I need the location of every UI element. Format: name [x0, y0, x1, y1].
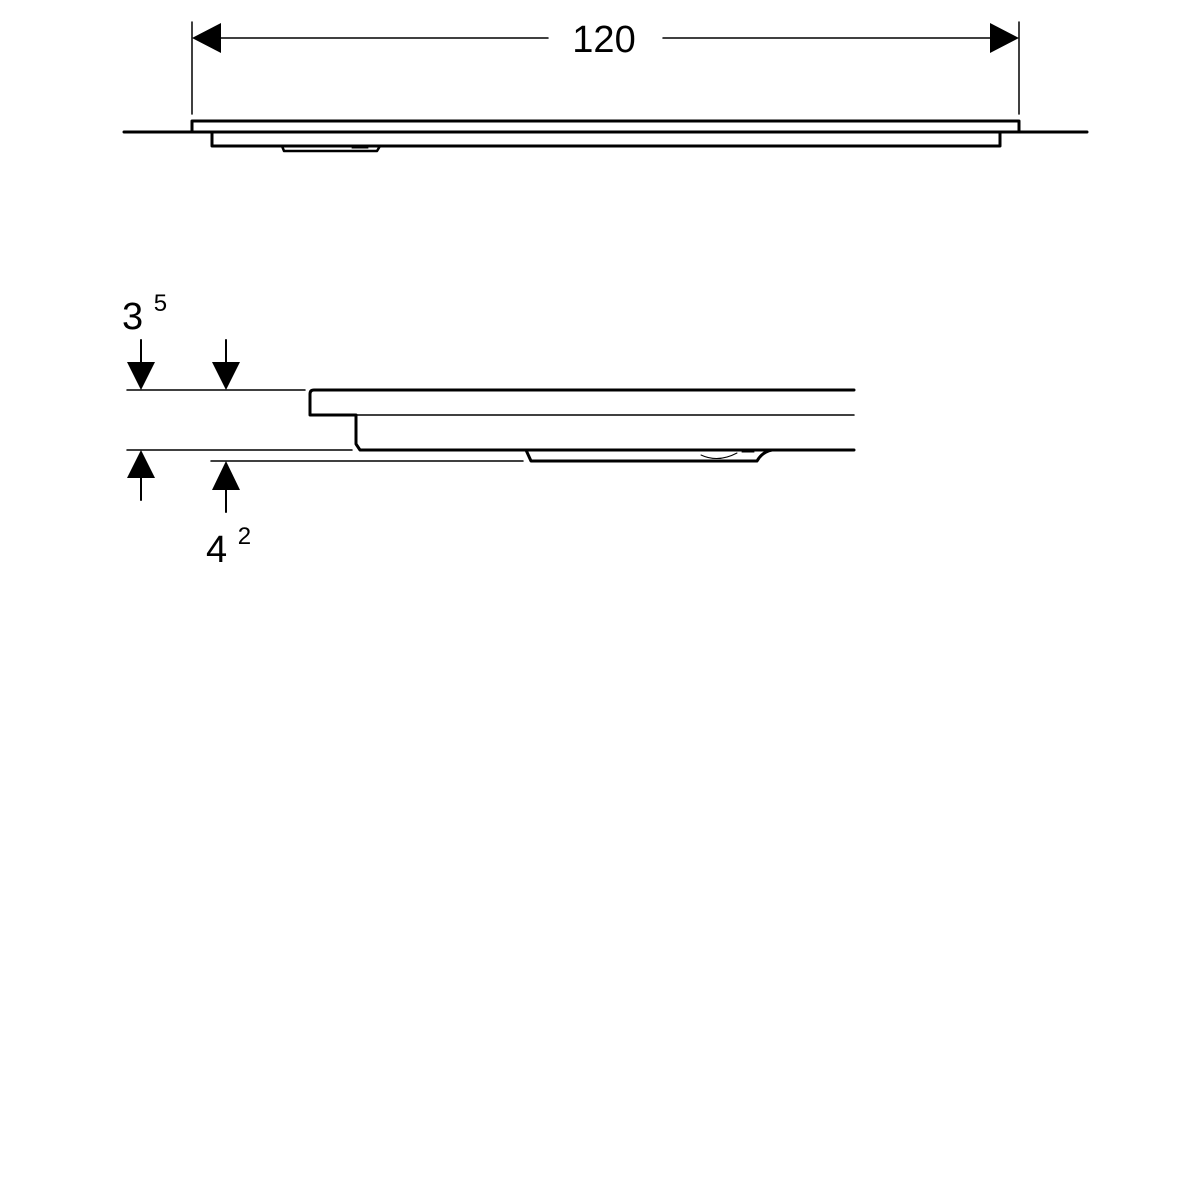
bottom-arrow-right-head [212, 461, 240, 490]
drain-recess [280, 144, 382, 153]
top-arrow-right-head [212, 362, 240, 390]
panel-top-slab [190, 119, 1021, 134]
top-thickness-base: 3 [122, 296, 143, 338]
bottom-thickness-superscript: 2 [238, 523, 251, 550]
top-thickness-superscript: 5 [154, 290, 167, 317]
panel-lower-body [210, 130, 1002, 148]
drain-outlet-detail [700, 452, 738, 459]
drain-channel-profile [524, 448, 774, 463]
bottom-thickness-label: 4 2 [206, 523, 251, 571]
slab-outline [308, 388, 856, 452]
bottom-arrow-left-head [127, 450, 155, 478]
section-detail [126, 339, 856, 513]
width-arrow-right [990, 23, 1019, 53]
top-arrow-left-head [127, 362, 155, 390]
width-dimension-label: 120 [572, 19, 635, 61]
front-elevation [122, 21, 1089, 153]
width-arrow-left [192, 23, 221, 53]
top-thickness-label: 3 5 [122, 290, 167, 338]
bottom-thickness-base: 4 [206, 529, 227, 571]
